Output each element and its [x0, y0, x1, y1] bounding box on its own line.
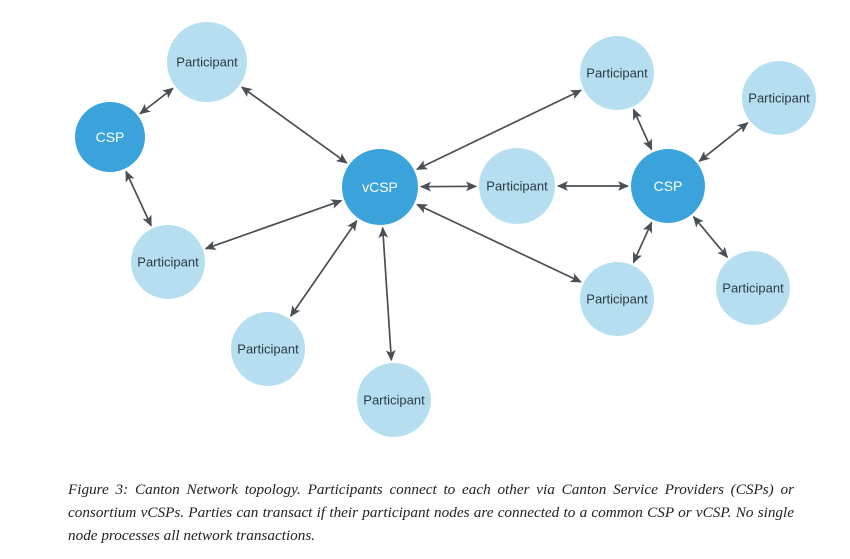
node-p-far-top-right[interactable]: Participant	[742, 61, 816, 135]
node-circle-participant[interactable]	[479, 148, 555, 224]
node-p-bottom-center[interactable]: Participant	[357, 363, 431, 437]
edge-vcsp-center-to-p-bottom-center	[378, 226, 396, 362]
edge-csp-left-to-p-mid-left	[125, 170, 152, 227]
node-circle-participant[interactable]	[167, 22, 247, 102]
node-circle-provider[interactable]	[342, 149, 418, 225]
edge-csp-right-to-p-far-top-right	[698, 122, 749, 162]
edge-vcsp-center-to-p-mid-left	[204, 199, 343, 250]
edge-vcsp-center-to-p-bottom-left	[290, 219, 358, 318]
node-circle-participant[interactable]	[580, 262, 654, 336]
node-p-bottom-left[interactable]: Participant	[231, 312, 305, 386]
node-circle-participant[interactable]	[742, 61, 816, 135]
edge-csp-right-to-p-bottom-right	[632, 221, 653, 264]
edge-csp-right-to-p-far-bot-right	[692, 215, 729, 259]
node-circle-participant[interactable]	[716, 251, 790, 325]
node-circle-participant[interactable]	[231, 312, 305, 386]
node-p-far-bot-right[interactable]: Participant	[716, 251, 790, 325]
node-p-center[interactable]: Participant	[479, 148, 555, 224]
edge-layer	[125, 86, 749, 362]
node-p-mid-left[interactable]: Participant	[131, 225, 205, 299]
node-csp-left[interactable]: CSP	[75, 102, 145, 172]
node-circle-participant[interactable]	[357, 363, 431, 437]
node-p-top-left[interactable]: Participant	[167, 22, 247, 102]
node-vcsp-center[interactable]: vCSP	[342, 149, 418, 225]
node-p-bottom-right[interactable]: Participant	[580, 262, 654, 336]
edge-vcsp-center-to-p-top-right	[415, 89, 582, 170]
node-circle-participant[interactable]	[131, 225, 205, 299]
node-circle-provider[interactable]	[75, 102, 145, 172]
node-circle-provider[interactable]	[631, 149, 705, 223]
node-p-top-right[interactable]: Participant	[580, 36, 654, 110]
edge-csp-left-to-p-top-left	[139, 87, 174, 115]
node-circle-participant[interactable]	[580, 36, 654, 110]
edge-csp-right-to-p-top-right	[632, 108, 653, 151]
edge-vcsp-center-to-p-top-left	[240, 86, 348, 164]
node-csp-right[interactable]: CSP	[631, 149, 705, 223]
figure-caption: Figure 3: Canton Network topology. Parti…	[68, 481, 794, 545]
edge-vcsp-center-to-p-bottom-right	[416, 203, 582, 283]
